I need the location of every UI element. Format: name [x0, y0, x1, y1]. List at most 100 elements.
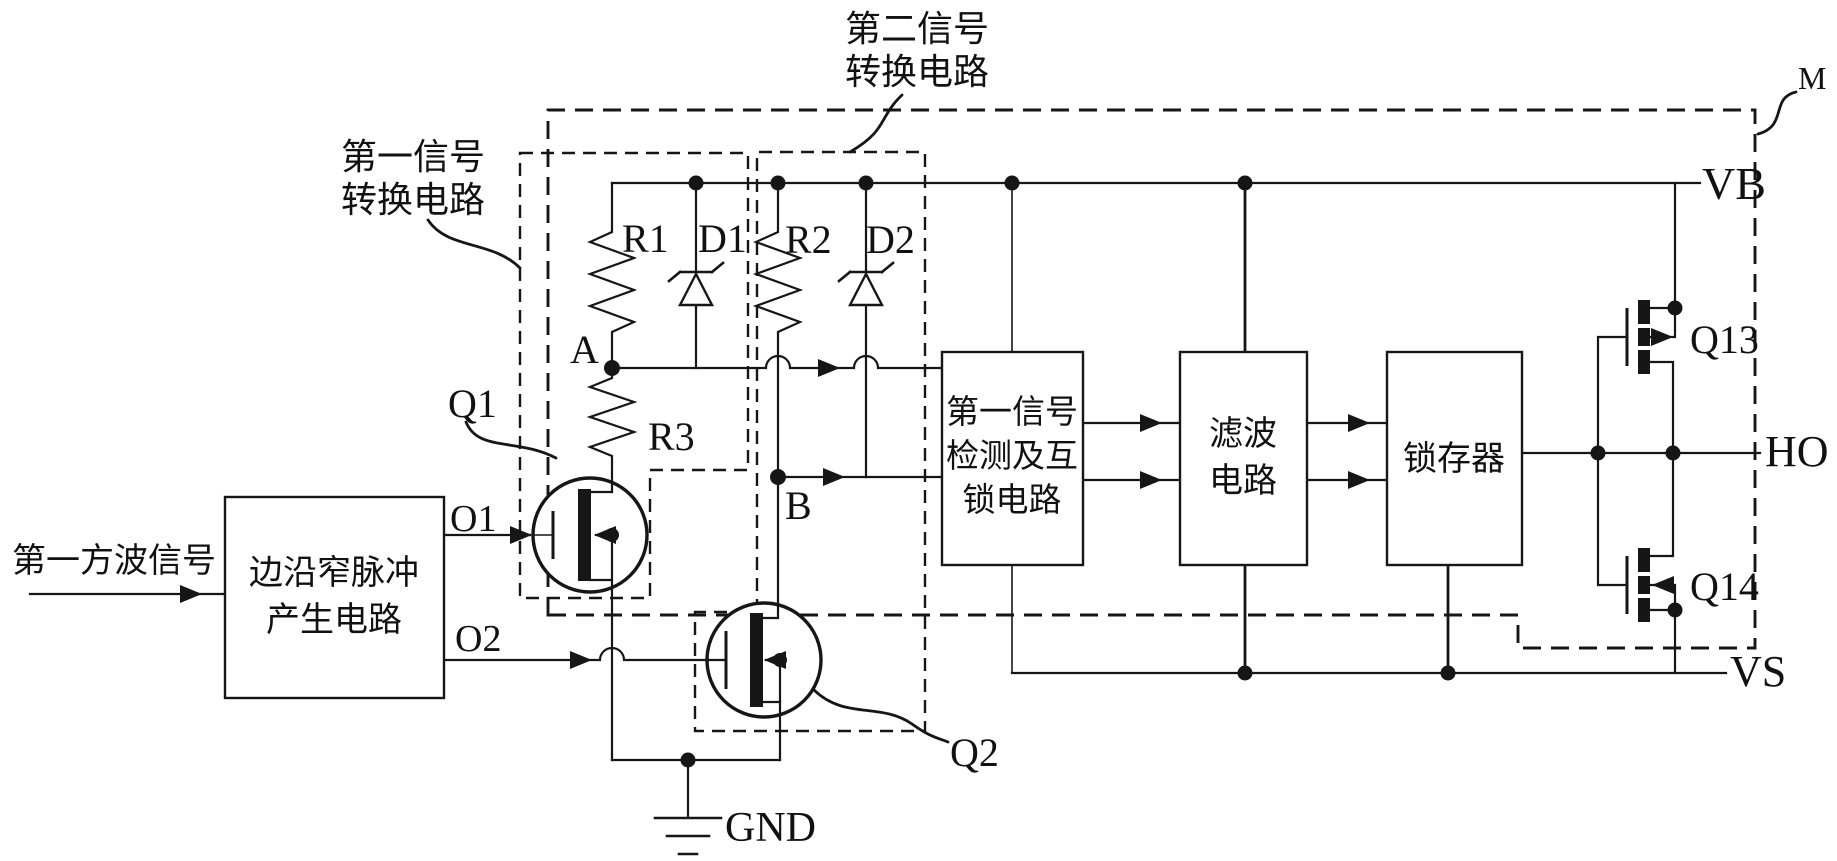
q13-channel-seg-bottom — [1638, 350, 1650, 374]
q13-channel-seg-mid — [1638, 328, 1650, 346]
node-a-dot — [604, 360, 620, 376]
first-conversion-label-line2: 转换电路 — [341, 180, 485, 220]
first-conversion-leader — [426, 218, 522, 270]
gate-bus-q13 — [1596, 335, 1629, 455]
o1-label: O1 — [450, 498, 496, 540]
filter-latch-arrow-bottom — [1348, 471, 1370, 489]
leader-lines — [426, 90, 1798, 744]
q1-source-stub — [588, 578, 614, 762]
q1-leader — [464, 420, 558, 460]
q2-label: Q2 — [950, 730, 999, 775]
junction-dot — [858, 175, 874, 191]
d1-label: D1 — [698, 216, 747, 261]
pulse-generator-label-line1: 边沿窄脉冲 — [249, 554, 419, 592]
gnd-label: GND — [725, 805, 816, 851]
blocks — [223, 350, 1524, 700]
vs-terminal-label: VS — [1730, 647, 1786, 696]
zener-d2 — [837, 261, 895, 307]
wires — [28, 181, 1762, 819]
r1-branch — [586, 181, 638, 370]
latch-label: 锁存器 — [1403, 440, 1505, 478]
module-label: M — [1798, 60, 1826, 96]
filter-label-line2: 电路 — [1209, 462, 1277, 500]
filter-box — [1178, 350, 1309, 567]
ground-symbol — [653, 816, 723, 856]
r2-label: R2 — [785, 217, 832, 262]
node-b-label: B — [785, 483, 812, 528]
q13-drain-link — [1648, 360, 1675, 455]
arrowheads — [180, 359, 1370, 669]
junction-dot — [1590, 445, 1606, 461]
detection-box — [940, 350, 1085, 567]
q14-channel-seg-mid — [1638, 576, 1650, 594]
q14-channel-seg-top — [1638, 548, 1650, 572]
junction-dot — [1004, 175, 1020, 191]
r1-label: R1 — [622, 216, 669, 261]
junction-dot — [605, 528, 619, 542]
gnd-net — [610, 758, 782, 819]
q14-drain-link — [1648, 451, 1675, 558]
q1-label: Q1 — [448, 381, 497, 426]
junction-dot — [773, 653, 787, 667]
q14-source-link — [1648, 583, 1677, 675]
gate-bus-q14 — [1596, 451, 1629, 587]
m-leader — [1756, 90, 1798, 136]
q13-mosfet — [1625, 181, 1677, 455]
second-conversion-label-line2: 转换电路 — [845, 52, 989, 92]
q13-body-arrow — [1651, 328, 1673, 346]
input-signal-label: 第一方波信号 — [12, 542, 216, 580]
b-line-arrow — [823, 468, 845, 486]
q2-source-stub — [760, 700, 782, 762]
detection-label-line3: 锁电路 — [963, 482, 1062, 519]
det-filter-arrow-top — [1140, 414, 1162, 432]
ho-terminal-label: HO — [1765, 427, 1829, 476]
pulse-generator-box — [223, 495, 446, 700]
dashed-regions — [518, 108, 1757, 733]
labels: 第二信号 转换电路 第一信号 转换电路 M 第一方波信号 边沿窄脉冲 产生电路 … — [12, 9, 1829, 851]
q14-body-arrow — [1652, 576, 1674, 594]
junction-dot — [1237, 665, 1253, 681]
d1-anode-triangle — [678, 271, 714, 307]
junction-dot — [1237, 175, 1253, 191]
module-boundary — [546, 108, 1757, 650]
o1-arrow — [510, 526, 532, 544]
pulse-generator-label-line2: 产生电路 — [266, 601, 402, 639]
q14-channel-seg-bottom — [1638, 598, 1650, 622]
input-arrow — [180, 585, 202, 603]
junction-dot — [1665, 445, 1681, 461]
q1-channel-bar — [578, 489, 591, 581]
first-conversion-label-line1: 第一信号 — [341, 137, 485, 177]
node-b-dot — [770, 469, 786, 485]
detection-label-line1: 第一信号 — [946, 394, 1078, 431]
q2-leader — [812, 688, 950, 744]
junction-dot — [1667, 300, 1683, 316]
r2-branch — [752, 181, 804, 620]
first-conversion-region — [518, 151, 750, 600]
d2-anode-triangle — [848, 271, 884, 307]
filter-latch-arrow-top — [1348, 414, 1370, 432]
vb-terminal-label: VB — [1702, 158, 1766, 209]
r3-label: R3 — [648, 414, 695, 459]
second-conversion-leader — [848, 93, 904, 154]
second-conversion-label-line1: 第二信号 — [845, 9, 989, 49]
junction-dot — [1440, 665, 1456, 681]
node-a-label: A — [570, 327, 599, 372]
junction-dots — [604, 175, 1683, 768]
d2-label: D2 — [866, 217, 915, 262]
filter-label-line1: 滤波 — [1209, 415, 1277, 453]
det-filter-arrow-bottom — [1140, 471, 1162, 489]
q14-label: Q14 — [1690, 564, 1759, 609]
o2-arrow — [570, 651, 592, 669]
q13-channel-seg-top — [1638, 300, 1650, 324]
q2-channel-bar — [750, 613, 763, 707]
junction-dot — [1667, 602, 1683, 618]
latch-box — [1385, 350, 1524, 567]
q14-mosfet — [1625, 451, 1677, 675]
o2-label: O2 — [455, 618, 501, 660]
detection-label-line2: 检测及互 — [946, 438, 1078, 475]
junction-dot — [680, 752, 696, 768]
q13-label: Q13 — [1690, 317, 1759, 362]
a-line-arrow — [818, 359, 840, 377]
